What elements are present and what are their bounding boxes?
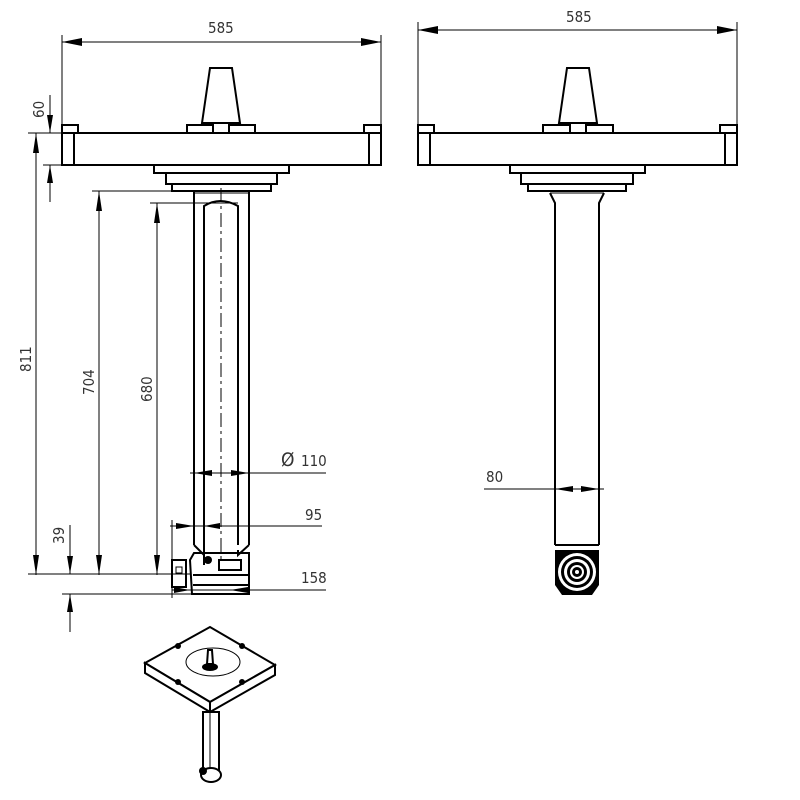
- isometric-view: [142, 625, 278, 783]
- dimension-side-width: 585: [417, 8, 738, 135]
- side-view: 585 80: [417, 8, 738, 595]
- dimension-total-height: 811: [17, 133, 39, 575]
- dim-height-680-label: 680: [138, 376, 156, 402]
- dim-total-height-label: 811: [17, 346, 35, 372]
- flange-1: [153, 164, 290, 174]
- bottom-socket: [555, 544, 599, 595]
- dimension-height-680: 680: [138, 202, 215, 575]
- dim-width-158-label: 158: [301, 569, 327, 587]
- dim-side-width-label: 585: [566, 8, 592, 26]
- dimension-front-width: 585: [61, 19, 382, 135]
- mounting-plate: [61, 132, 382, 166]
- mount-hole: [204, 556, 212, 564]
- dim-diameter-label: 110: [301, 452, 327, 470]
- flange-2: [165, 172, 278, 185]
- dim-width-95-label: 95: [305, 506, 322, 524]
- dim-front-width-label: 585: [208, 19, 234, 37]
- taper-cone-side: [557, 67, 599, 124]
- dimension-side-80: 80: [484, 468, 604, 492]
- dim-height-704-label: 704: [80, 369, 98, 395]
- dimension-bottom-39: 39: [50, 525, 73, 632]
- dimension-width-95: 95: [170, 506, 322, 598]
- dimension-diameter-110: Ø 110: [190, 449, 327, 476]
- dim-bottom-39-label: 39: [50, 527, 68, 544]
- dimension-height-704: 704: [80, 190, 195, 575]
- dim-plate-thickness-label: 60: [30, 101, 48, 118]
- taper-cone: [200, 67, 242, 124]
- dimension-plate-thickness: 60: [28, 95, 70, 202]
- bottom-head: [188, 544, 250, 595]
- dim-side-80-label: 80: [486, 468, 503, 486]
- dim-diameter-symbol: Ø: [281, 449, 294, 471]
- front-view: 585: [17, 19, 382, 632]
- dimension-width-158: 158: [172, 569, 327, 593]
